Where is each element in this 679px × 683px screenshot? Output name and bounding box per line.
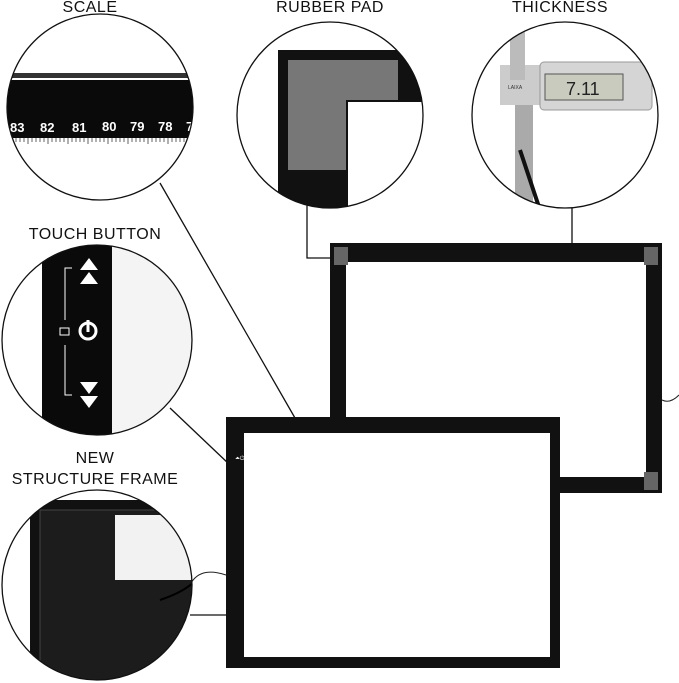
svg-text:7: 7: [186, 119, 193, 134]
svg-text:82: 82: [40, 120, 54, 135]
lock-icon: [59, 327, 70, 336]
label-new: NEW: [75, 450, 115, 467]
label-touch-button: TOUCH BUTTON: [28, 226, 162, 243]
label-rubber-pad: RUBBER PAD: [276, 0, 384, 16]
brightness-down-icon: [80, 382, 98, 408]
label-structure-frame: STRUCTURE FRAME: [11, 471, 179, 488]
svg-text:78: 78: [158, 119, 172, 134]
svg-text:83: 83: [10, 120, 24, 135]
front-light-panel: ⏶⏻: [187, 417, 560, 668]
svg-text:81: 81: [72, 120, 86, 135]
svg-text:⏶⏻: ⏶⏻: [235, 455, 245, 462]
rubber-pad-detail-circle: [237, 22, 423, 208]
caliper-reading: 7.11: [566, 79, 600, 99]
connector-lines: [159, 182, 573, 616]
brightness-up-icon: [80, 258, 98, 284]
caliper-brand: LAIXA: [508, 85, 523, 91]
structure-frame-detail-circle: [2, 490, 192, 680]
svg-text:79: 79: [130, 119, 144, 134]
label-thickness: THICKNESS: [511, 0, 609, 16]
svg-text:80: 80: [102, 119, 116, 134]
thickness-detail-circle: 7.11 LAIXA: [472, 22, 658, 208]
scale-detail-circle: 83 82 81 80 79 78 7: [7, 14, 193, 200]
label-scale: SCALE: [62, 0, 118, 16]
touch-button-detail-circle: [2, 245, 192, 435]
